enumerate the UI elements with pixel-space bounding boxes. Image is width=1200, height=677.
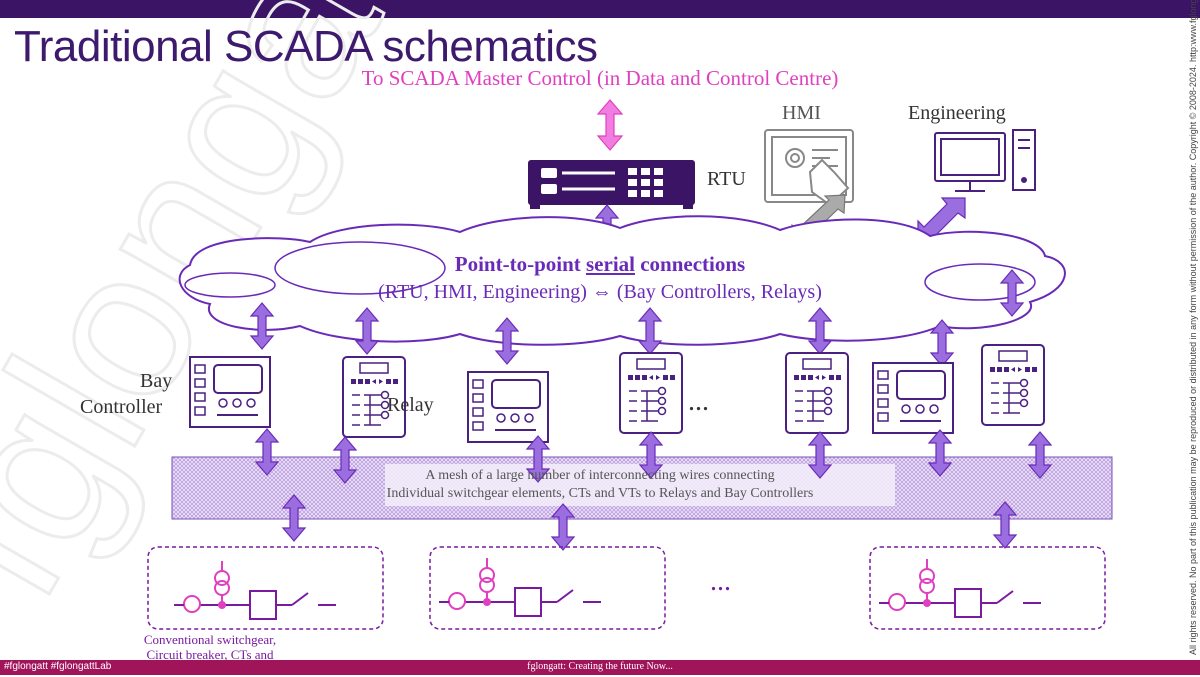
relay-2 <box>619 352 683 434</box>
cloud-title: Point-to-point serial connections <box>0 252 1200 277</box>
cloud-title-post: connections <box>634 252 746 276</box>
mesh-text-line1: A mesh of a large number of interconnect… <box>425 468 775 483</box>
engineering-label: Engineering <box>908 102 1006 124</box>
mesh-text-line2: Individual switchgear elements, CTs and … <box>386 486 814 501</box>
rtu-icon <box>528 160 695 209</box>
top-bar <box>0 0 1200 18</box>
hmi-icon <box>764 129 854 207</box>
serial-cloud <box>178 215 1066 346</box>
footer-hashtags: #fglongatt #fglongattLab <box>4 661 112 672</box>
footer-slogan: fglongatt: Creating the future Now... <box>527 661 673 672</box>
rtu-label: RTU <box>707 168 746 190</box>
engineering-icon <box>934 129 1036 192</box>
bay-controller-label-2: Controller <box>80 396 163 418</box>
cloud-title-pre: Point-to-point <box>454 252 586 276</box>
switchgear-box-1 <box>147 546 384 630</box>
hmi-label: HMI <box>782 102 821 124</box>
relay-3 <box>785 352 849 434</box>
bay-controller-1 <box>189 356 271 428</box>
relay-4 <box>981 344 1045 426</box>
copyright-note: All rights reserved. No part of this pub… <box>1188 0 1198 655</box>
bay-controller-3 <box>872 362 954 434</box>
bay-controller-label-1: Bay <box>140 370 173 392</box>
devices-ellipsis: ... <box>688 386 709 417</box>
page-title: Traditional SCADA schematics <box>14 22 598 71</box>
switchgear-caption: Conventional switchgear, Circuit breaker… <box>143 632 277 677</box>
relay-label: Relay <box>387 394 434 416</box>
switchgear-box-2 <box>429 546 666 630</box>
switchgear-ellipsis: ... <box>710 566 731 597</box>
cloud-subtitle: (RTU, HMI, Engineering) ⇔ (Bay Controlle… <box>378 281 822 303</box>
cloud-title-underlined: serial <box>586 252 635 276</box>
switchgear-box-3 <box>869 546 1106 630</box>
scada-master-label: To SCADA Master Control (in Data and Con… <box>361 66 839 90</box>
mesh-label-box <box>385 464 895 506</box>
footer-bar <box>0 660 1200 675</box>
master-arrow <box>596 99 624 151</box>
bay-controller-2 <box>467 371 549 443</box>
